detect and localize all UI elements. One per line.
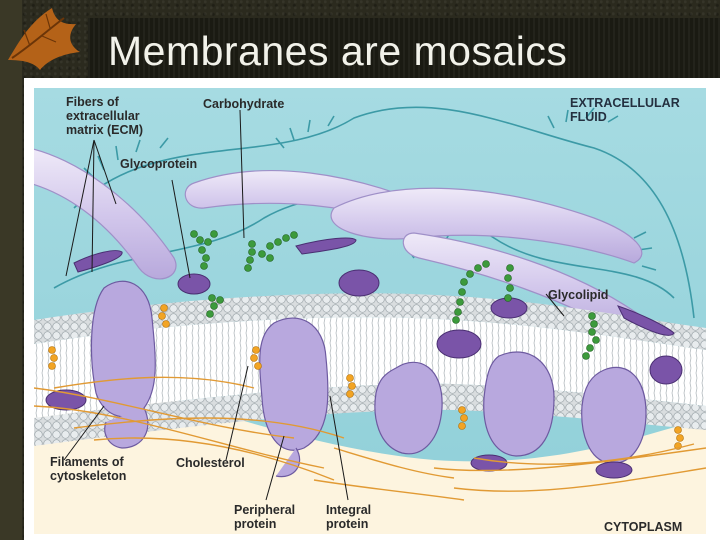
filaments-label-line-2: cytoskeleton [50, 469, 127, 483]
ecm-label: Fibers of extracellular matrix (ECM) [66, 95, 143, 137]
peripheral-label-line-2: protein [234, 517, 277, 531]
carbohydrate-chains [190, 230, 600, 360]
membrane-diagram [34, 88, 706, 534]
cholesterol-label: Cholesterol [176, 456, 245, 470]
label-leader-lines [63, 109, 565, 501]
peripheral-protein-label: Peripheral protein [234, 503, 295, 531]
ecm-label-line-1: Fibers of [66, 95, 119, 109]
ecm-label-line-3: matrix (ECM) [66, 123, 144, 137]
extracellular-label-line-1: EXTRACELLULAR [570, 96, 680, 110]
carbohydrate-label: Carbohydrate [203, 97, 285, 111]
ecm-label-line-2: extracellular [66, 109, 140, 123]
autumn-leaf-icon [8, 8, 80, 70]
glycoprotein-label: Glycoprotein [120, 157, 198, 171]
extracellular-fluid-label: EXTRACELLULAR FLUID [570, 96, 680, 124]
integral-label-line-1: Integral [326, 503, 372, 517]
title-band [88, 18, 720, 80]
integral-protein-label: Integral protein [326, 503, 371, 531]
integral-proteins [90, 280, 647, 478]
cytoskeleton-filaments [34, 376, 706, 501]
integral-label-line-2: protein [326, 517, 369, 531]
peripheral-label-line-1: Peripheral [234, 503, 296, 517]
peripheral-proteins [45, 237, 683, 479]
cytoplasm-label: CYTOPLASM [604, 520, 683, 534]
glycolipid-label: Glycolipid [548, 288, 609, 302]
extracellular-label-line-2: FLUID [570, 110, 607, 124]
slide-title: Membranes are mosaics [108, 28, 568, 74]
slide-left-border [0, 0, 22, 540]
filaments-label-line-1: Filaments of [50, 455, 124, 469]
filaments-label: Filaments of cytoskeleton [50, 455, 126, 483]
cholesterol-molecules [48, 304, 684, 450]
